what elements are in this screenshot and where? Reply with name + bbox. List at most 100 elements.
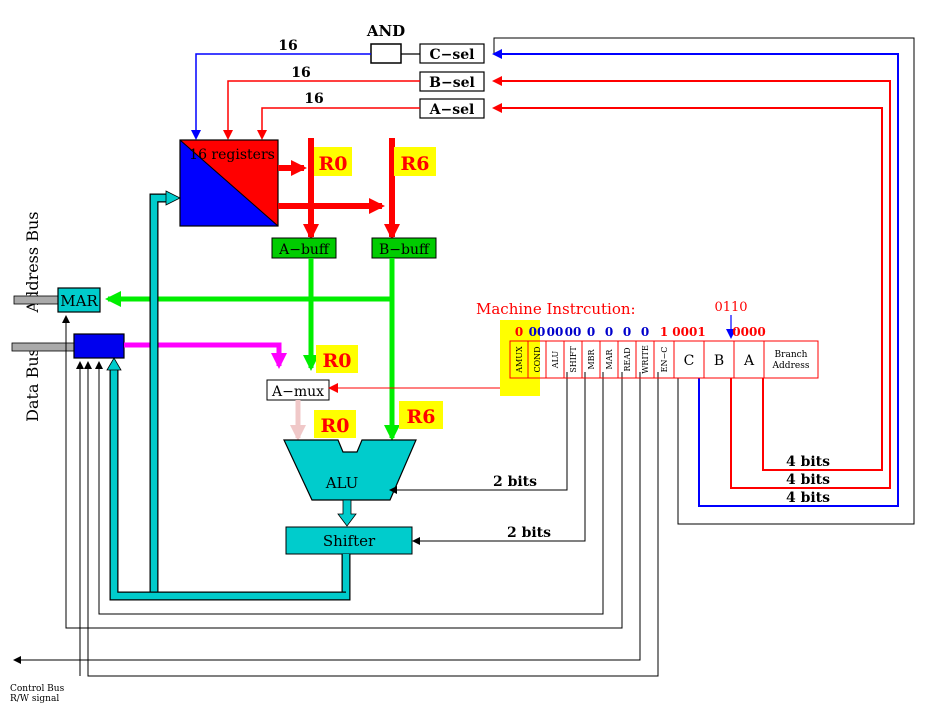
register-file-label: 16 registers — [189, 147, 275, 163]
svg-text:R6: R6 — [400, 153, 429, 175]
mbr-control-line — [95, 361, 604, 615]
instruction-field-alu: ALU 00 — [545, 325, 565, 379]
instruction-field-en-c: EN−C 1 — [653, 325, 675, 379]
instruction-field-value: 0 — [587, 325, 595, 339]
b-buffer: B−buff — [371, 237, 437, 259]
instruction-field-value: 0 — [623, 325, 631, 339]
svg-text:MAR: MAR — [60, 292, 98, 310]
instruction-field-label: SHIFT — [569, 346, 578, 373]
amux-control-line — [328, 372, 519, 393]
svg-text:R0: R0 — [318, 153, 347, 175]
instruction-field-value: 1 — [660, 325, 668, 339]
machine-instruction-label: Machine Instrcution: — [476, 300, 636, 318]
instruction-field-label: COND — [533, 346, 542, 372]
instruction-field-mbr: MBR 0 — [581, 325, 601, 379]
instruction-field-value: 0000 — [732, 325, 765, 339]
a-sel-to-registers-line — [257, 107, 420, 140]
alu-to-shifter-arrow — [337, 499, 357, 527]
instruction-field-value: 00 — [529, 325, 546, 339]
mar-control-line — [62, 315, 623, 629]
svg-text:R0: R0 — [322, 350, 351, 372]
data-bus-wire — [11, 342, 75, 352]
mar-register: MAR — [57, 287, 101, 313]
c-sel-register: C−sel — [419, 43, 485, 64]
instruction-field-value: 00 — [547, 325, 564, 339]
alu-control-line — [389, 372, 568, 494]
instruction-field-value: 00 — [565, 325, 582, 339]
svg-text:A−buff: A−buff — [278, 242, 330, 258]
r0-alu-tag: R0 — [314, 410, 356, 438]
instruction-field-label: AMUX — [515, 346, 524, 374]
and-label: AND — [366, 22, 405, 40]
instruction-field-label: A — [743, 353, 755, 369]
read-control-line — [13, 372, 641, 664]
b-field-to-bsel-line — [492, 76, 891, 489]
r6-alu-tag: R6 — [399, 401, 443, 429]
a-field-bits: 4 bits — [786, 454, 830, 470]
instruction-field-label: EN−C — [660, 347, 669, 373]
address-bus-label: Address Bus — [23, 212, 42, 314]
instruction-field-value: 0 — [605, 325, 613, 339]
r0-top-tag: R0 — [314, 147, 352, 176]
shift-control-line — [412, 372, 586, 545]
instruction-field-read: READ 0 — [617, 325, 637, 379]
enc-to-and-line — [493, 37, 915, 525]
a-sel-register: A−sel — [419, 98, 485, 119]
c-sel-label: C−sel — [430, 47, 475, 63]
b-sel-to-registers-line — [223, 80, 420, 140]
instruction-field-b: B — [703, 340, 735, 379]
b-field-bits: 4 bits — [786, 472, 830, 488]
address-bus-wire — [13, 295, 59, 305]
write-control-line — [84, 361, 659, 677]
instruction-field-c: C 0001 — [672, 325, 706, 379]
register-file: 16 registers — [179, 139, 279, 227]
instruction-register: AMUX0COND00ALU00SHIFT00MBR0MAR0READ0WRIT… — [509, 325, 819, 379]
svg-text:Shifter: Shifter — [323, 532, 376, 550]
amux-field-highlight — [500, 320, 540, 396]
rw-signal-label: R/W signal — [10, 694, 59, 704]
r0-mux-tag: R0 — [316, 345, 358, 373]
mbr-to-amux-arrow — [124, 342, 287, 369]
instruction-field-label: WRITE — [641, 345, 650, 374]
b-sel-width: 16 — [291, 65, 310, 81]
shifter-to-mbr-path — [110, 368, 346, 600]
instruction-field-label: MBR — [587, 348, 596, 369]
svg-text:ALU: ALU — [325, 474, 359, 492]
alu-control-bits: 2 bits — [493, 474, 537, 490]
svg-text:B−buff: B−buff — [379, 242, 430, 258]
instruction-field-label: ALU — [551, 351, 560, 370]
instruction-field-value: 0 — [515, 325, 523, 339]
instruction-field-shift: SHIFT 00 — [563, 325, 583, 379]
a-sel-label: A−sel — [429, 102, 475, 118]
c-sel-width: 16 — [278, 38, 297, 54]
instruction-field-mar: MAR 0 — [599, 325, 619, 379]
c-field-to-csel-line — [492, 49, 899, 507]
shifter-to-mbr-arrowhead — [106, 357, 122, 371]
svg-text:R6: R6 — [406, 406, 435, 428]
instruction-field-value: 0 — [641, 325, 649, 339]
a-sel-width: 16 — [304, 91, 323, 107]
instruction-field-label: MAR — [605, 349, 614, 370]
b-sel-label: B−sel — [429, 75, 475, 91]
a-field-to-asel-line — [492, 103, 883, 471]
r6-top-tag: R6 — [394, 147, 436, 176]
instruction-field-write: WRITE 0 — [635, 325, 655, 379]
instruction-field-label: C — [684, 353, 695, 369]
shifter-to-registers-arrowhead — [165, 190, 181, 206]
data-bus-label: Data Bus — [23, 348, 42, 422]
and-gate: AND — [366, 22, 405, 64]
shift-control-bits: 2 bits — [507, 525, 551, 541]
instruction-field-value: 0001 — [672, 325, 705, 339]
mbr-register — [73, 333, 125, 359]
instruction-field-a: A 0000 — [732, 325, 766, 379]
control-bus-label: Control Bus — [10, 684, 65, 694]
instruction-field-label: READ — [623, 347, 632, 371]
instruction-field-label: B — [714, 353, 724, 369]
alu: ALU — [283, 439, 417, 501]
svg-text:R0: R0 — [320, 415, 349, 437]
svg-text:A−mux: A−mux — [271, 384, 324, 400]
a-buffer: A−buff — [271, 237, 337, 259]
